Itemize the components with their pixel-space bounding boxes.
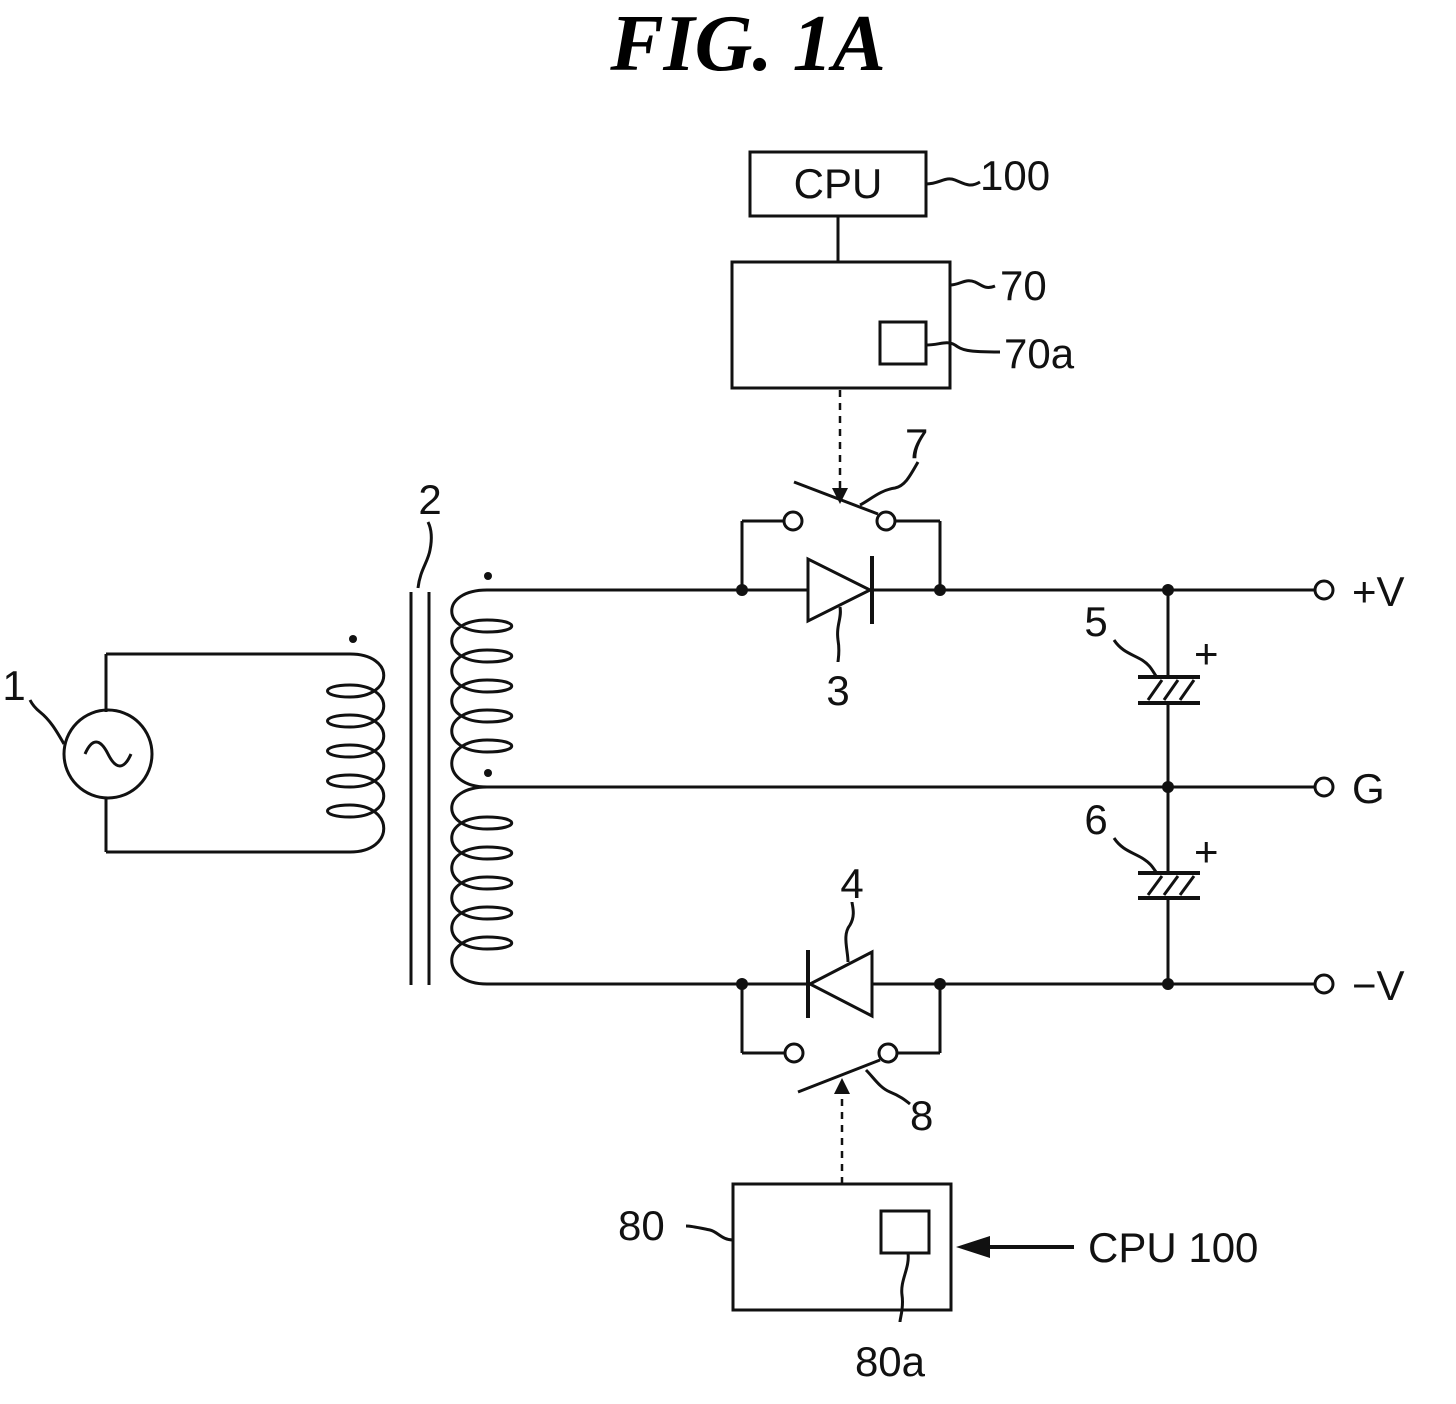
terminal-positive-label: +V [1352,568,1405,615]
figure-title: FIG. 1A [609,0,886,88]
cpu-box-label: CPU [794,160,883,207]
primary-polarity-dot [349,635,357,643]
diode-3-label: 3 [826,667,849,714]
cpu-ref-label: 100 [980,152,1050,199]
terminal-negative [1315,975,1333,993]
switch-7-label: 7 [905,420,928,467]
primary-winding [106,635,384,852]
controller-80: 80 80a CPU 100 [618,1184,1258,1385]
cpu-input-label: CPU 100 [1088,1224,1258,1271]
capacitor-6: + 6 [1084,787,1218,984]
cpu-block: CPU 100 [750,152,1050,216]
secondary-winding-upper [452,572,512,787]
transformer-2: 2 [411,476,442,985]
terminal-ground-label: G [1352,765,1385,812]
controller-80-label: 80 [618,1202,665,1249]
sine-wave-icon [85,742,131,766]
secondary-winding-lower [452,769,512,984]
element-80a-label: 80a [855,1338,926,1385]
terminal-positive [1315,581,1333,599]
switch-8-label: 8 [910,1092,933,1139]
secondary-upper-polarity-dot [484,572,492,580]
terminal-negative-label: −V [1352,962,1405,1009]
transformer-2-label: 2 [418,476,441,523]
controller-70-label: 70 [1000,262,1047,309]
capacitor-6-label: 6 [1084,796,1107,843]
terminal-ground [1315,778,1333,796]
capacitor-6-polarity: + [1194,828,1219,875]
element-80a [881,1211,929,1253]
ac-source-1-label: 1 [2,662,25,709]
diode-4: 4 [808,860,872,1018]
element-70a [880,322,926,364]
capacitor-5-polarity: + [1194,630,1219,677]
diode-4-label: 4 [840,860,863,907]
capacitor-5-label: 5 [1084,598,1107,645]
controller-70: 70 70a [732,262,1075,388]
capacitor-5: + 5 [1084,590,1218,787]
ac-source-1: 1 [2,654,152,852]
element-70a-label: 70a [1004,330,1075,377]
secondary-lower-polarity-dot [484,769,492,777]
diode-3: 3 [808,556,872,714]
